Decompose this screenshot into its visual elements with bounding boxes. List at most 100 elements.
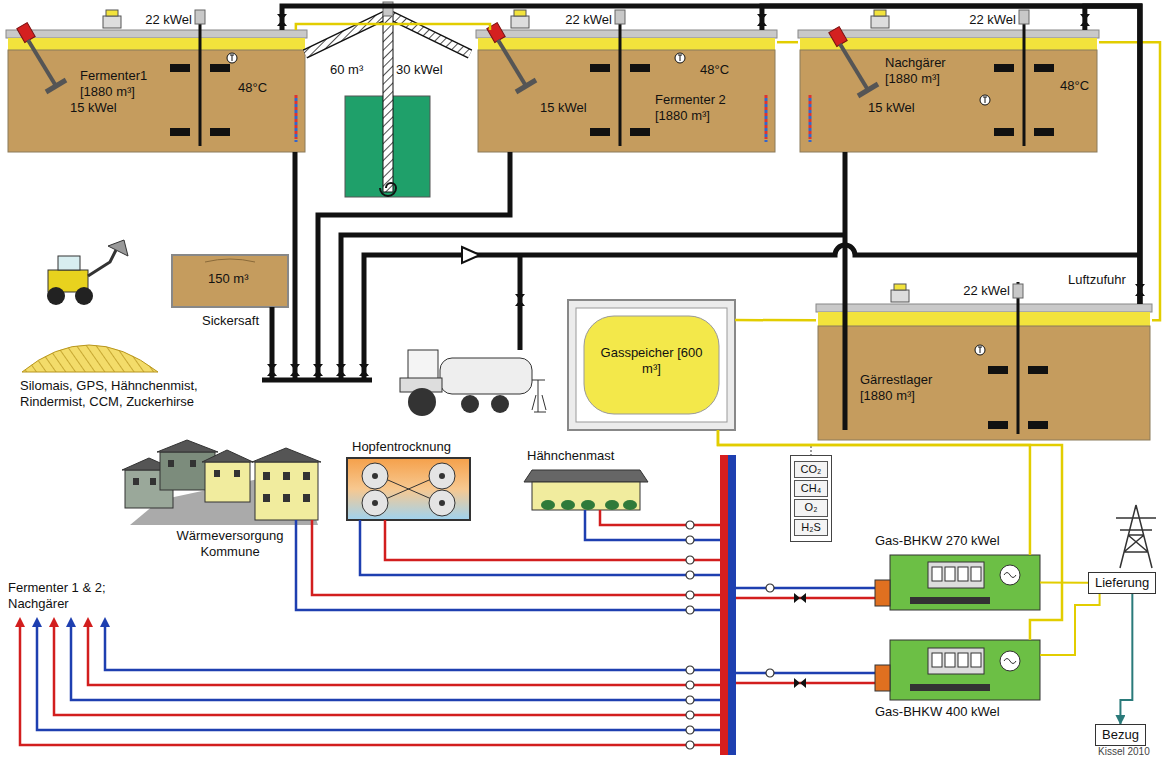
fermenter-tank: Fermenter1 [1880 m³]15 kWel48°C bbox=[6, 30, 307, 152]
substrate-list: Silomais, GPS, Hähnchenmist, Rindermist,… bbox=[20, 378, 230, 409]
flow-arrow bbox=[15, 617, 110, 627]
power-rating: 30 kWel bbox=[396, 62, 443, 78]
chp-unit bbox=[875, 580, 890, 606]
post-fermenter-tank bbox=[800, 50, 1097, 152]
slurry-pipe bbox=[762, 6, 1140, 304]
heat-pipe bbox=[736, 672, 875, 675]
houses bbox=[283, 494, 290, 502]
heat-pipe bbox=[360, 520, 720, 575]
chp-unit bbox=[1000, 651, 1020, 671]
post-fermenter-tank bbox=[871, 10, 889, 28]
heat-consumer: Wärmeversorgung Kommune bbox=[120, 440, 320, 525]
fermenter-tank bbox=[296, 95, 297, 142]
credit-note: Kissel 2010 bbox=[1098, 746, 1150, 758]
flow-arrow bbox=[100, 617, 110, 627]
gas-storage bbox=[576, 308, 727, 422]
heat-consumer: Hähnchenmast bbox=[527, 470, 645, 510]
fermenter-tank bbox=[170, 128, 230, 136]
fermenter-tank bbox=[476, 10, 777, 152]
chp-unit bbox=[932, 653, 942, 667]
fermenter-tank bbox=[487, 23, 536, 92]
heat-pipe bbox=[736, 587, 875, 590]
slurry-pipe bbox=[293, 152, 298, 380]
houses bbox=[303, 472, 310, 480]
digestate-tank bbox=[1013, 284, 1023, 298]
chp-unit bbox=[875, 640, 1040, 700]
pipe-valve bbox=[462, 247, 480, 263]
power-pylon bbox=[1116, 505, 1156, 568]
houses bbox=[234, 470, 240, 477]
node-label: Fermenter1 [1880 m³] bbox=[80, 68, 165, 99]
poultry-barn bbox=[561, 500, 575, 510]
heat-meter bbox=[686, 696, 694, 704]
substrate-pile bbox=[22, 345, 158, 372]
chp-unit bbox=[928, 648, 984, 674]
chp-unit bbox=[945, 567, 955, 581]
gas-line bbox=[777, 41, 798, 44]
power-line bbox=[1040, 594, 1100, 655]
power-rating: 22 kWel bbox=[960, 12, 1016, 28]
heat-consumer: Hopfentrocknung bbox=[347, 458, 470, 520]
node-label: 48°C bbox=[238, 80, 267, 96]
heat-pipe bbox=[88, 625, 720, 685]
wheel-loader bbox=[47, 287, 65, 305]
wheel-loader bbox=[108, 240, 128, 256]
fermenter-tank bbox=[227, 53, 237, 63]
digestate-tank bbox=[988, 366, 1048, 374]
chp-unit bbox=[928, 562, 984, 588]
fermenter-tank bbox=[766, 95, 767, 142]
heat-pipe bbox=[385, 520, 720, 560]
grid-box: Bezug bbox=[1095, 724, 1146, 746]
chp-unit bbox=[890, 555, 1040, 610]
power-rating: 22 kWel bbox=[556, 12, 612, 28]
heat-pipe bbox=[105, 625, 720, 670]
post-fermenter-tank bbox=[798, 10, 1099, 152]
gas-analyzer: CO₂CH₄O₂H₂S bbox=[790, 455, 832, 542]
feed-tower bbox=[383, 14, 393, 192]
node-label: Hähnchenmast bbox=[527, 448, 614, 464]
chp-unit bbox=[932, 567, 942, 581]
tractor-spreader bbox=[491, 395, 509, 413]
power-line bbox=[1040, 582, 1088, 584]
houses bbox=[150, 478, 156, 485]
heat-meter bbox=[686, 556, 694, 564]
gas-line bbox=[718, 430, 1030, 555]
houses bbox=[133, 460, 310, 502]
heat-manifold bbox=[720, 455, 728, 755]
heat-meter bbox=[794, 593, 806, 603]
chp-unit bbox=[958, 567, 968, 581]
node-label: Gas-BHKW 270 kWel bbox=[875, 533, 1000, 549]
power-rating: 22 kWel bbox=[954, 283, 1010, 299]
node-label: 48°C bbox=[700, 62, 729, 78]
hop-dryer bbox=[362, 463, 388, 489]
seepage-tank bbox=[172, 255, 288, 307]
node-text: Bezug bbox=[1102, 727, 1139, 743]
node-label: Sickersaft bbox=[202, 313, 259, 329]
hop-dryer bbox=[429, 463, 455, 489]
heat-meter bbox=[686, 726, 694, 734]
chp-unit bbox=[1000, 565, 1020, 585]
fermenter-tank bbox=[195, 10, 205, 24]
seepage-tank bbox=[172, 255, 288, 307]
gas-line bbox=[735, 319, 816, 322]
fermenter-tank bbox=[6, 10, 307, 152]
heat-meter bbox=[766, 669, 774, 677]
post-fermenter-tank bbox=[1019, 10, 1029, 24]
post-fermenter-tank: Nachgärer [1880 m³]15 kWel48°C bbox=[798, 30, 1099, 152]
heat-pipe bbox=[20, 625, 720, 745]
chp-unit bbox=[910, 597, 990, 604]
node-label: Wärmeversorgung Kommune bbox=[170, 528, 290, 559]
heat-meter bbox=[686, 536, 694, 544]
power-rating: 22 kWel bbox=[136, 12, 192, 28]
node-text: Lieferung bbox=[1095, 575, 1149, 591]
gas-storage bbox=[568, 300, 735, 430]
gas-storage bbox=[568, 300, 735, 430]
houses bbox=[133, 478, 139, 485]
pipe-valve bbox=[313, 364, 323, 376]
digestate-tank bbox=[1017, 282, 1020, 434]
poultry-barn bbox=[524, 470, 648, 482]
fermenter-tank bbox=[590, 128, 650, 136]
node-text: CO₂ bbox=[794, 461, 828, 478]
wheel-loader bbox=[47, 240, 128, 305]
node-text: CH₄ bbox=[794, 480, 828, 497]
